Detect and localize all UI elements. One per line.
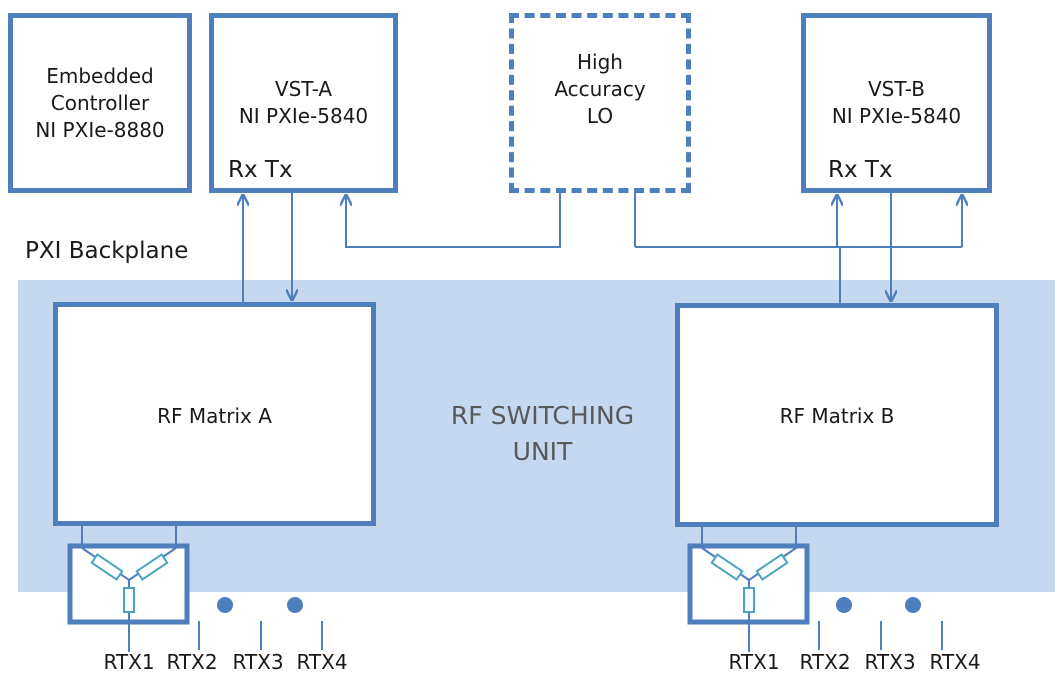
lo-label-1: High [577, 50, 623, 74]
port-label-b-rtx2: RTX2 [799, 650, 851, 674]
pxi-backplane-label: PXI Backplane [25, 238, 189, 264]
port-label-b-rtx4: RTX4 [929, 650, 981, 674]
rf-matrix-a-label: RF Matrix A [157, 404, 272, 428]
terminator-dot [287, 597, 303, 613]
lo-to-vst-a-line [346, 193, 561, 248]
vst-b-model: NI PXIe-5840 [831, 104, 962, 128]
rf-matrix-b-box [675, 303, 999, 527]
port-label-a-rtx3: RTX3 [232, 650, 284, 674]
vst-a-title: VST-A [274, 77, 333, 101]
rf-switching-unit-label-2: UNIT [512, 437, 573, 466]
vst-b-box [801, 13, 992, 193]
vst-a-box [209, 13, 398, 193]
port-label-a-rtx4: RTX4 [296, 650, 348, 674]
vst-a-model: NI PXIe-5840 [238, 104, 369, 128]
rf-matrix-a-box [53, 302, 376, 526]
embedded-controller-label-1: Embedded [46, 64, 154, 88]
vst-b-ports: Rx Tx [828, 157, 893, 183]
embedded-controller-label-2: Controller [50, 91, 150, 115]
port-label-a-rtx1: RTX1 [103, 650, 155, 674]
rf-switching-unit-label-1: RF SWITCHING [450, 401, 635, 430]
embedded-controller-label-3: NI PXIe-8880 [35, 118, 165, 142]
vst-b-title: VST-B [868, 77, 925, 101]
port-label-b-rtx1: RTX1 [728, 650, 780, 674]
high-accuracy-lo-box [509, 13, 691, 193]
terminator-dot [905, 597, 921, 613]
port-label-b-rtx3: RTX3 [864, 650, 916, 674]
terminator-dot [217, 597, 233, 613]
lo-label-3: LO [586, 104, 614, 128]
lo-label-2: Accuracy [554, 77, 646, 101]
vst-a-ports: Rx Tx [228, 157, 293, 183]
rf-matrix-b-label: RF Matrix B [779, 404, 895, 428]
terminator-dot [836, 597, 852, 613]
embedded-controller-box [8, 13, 192, 193]
port-label-a-rtx2: RTX2 [166, 650, 218, 674]
